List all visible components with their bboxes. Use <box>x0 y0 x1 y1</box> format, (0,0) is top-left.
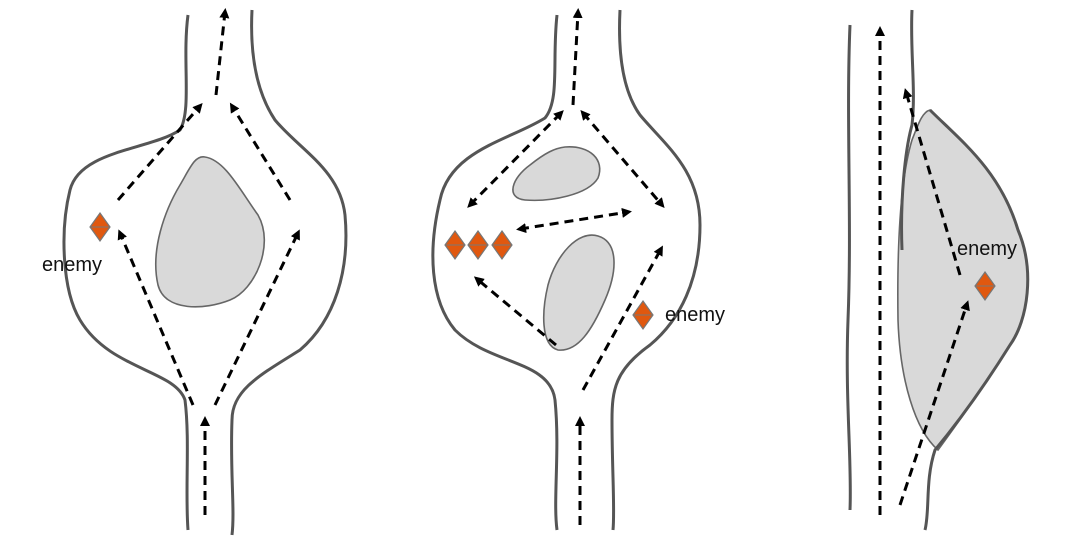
path-arrow <box>581 245 663 391</box>
enemy-label: enemy <box>665 304 725 326</box>
enemy-icon <box>491 230 513 260</box>
right-wall <box>610 9 702 531</box>
path-arrow <box>116 102 203 201</box>
obstacle <box>154 156 266 308</box>
double-arrow <box>580 109 665 209</box>
panel-2: enemy <box>431 8 725 531</box>
path-arrow <box>902 88 962 276</box>
right-wall <box>900 9 1030 531</box>
path-arrow <box>229 102 292 201</box>
obstacle-bottom <box>542 234 615 351</box>
enemy-icon <box>89 212 111 242</box>
double-arrow <box>467 110 564 208</box>
path-arrow <box>214 8 230 96</box>
path-arrow <box>473 276 557 347</box>
left-wall <box>845 24 852 511</box>
enemy-icon <box>467 230 489 260</box>
double-arrow <box>516 207 632 234</box>
path-arrow <box>571 8 583 106</box>
enemy-icon <box>444 230 466 260</box>
enemy-label: enemy <box>957 238 1017 260</box>
path-arrow <box>117 229 195 406</box>
enemy-icon <box>632 300 654 330</box>
path-arrow <box>213 229 300 406</box>
obstacle-top <box>512 146 601 202</box>
panel-3: enemy <box>845 9 1030 531</box>
right-wall <box>230 9 348 536</box>
side-area <box>897 109 1029 452</box>
panel-1: enemy <box>42 8 348 536</box>
path-arrow <box>898 300 970 506</box>
left-wall <box>431 14 559 531</box>
enemy-label: enemy <box>42 254 102 276</box>
